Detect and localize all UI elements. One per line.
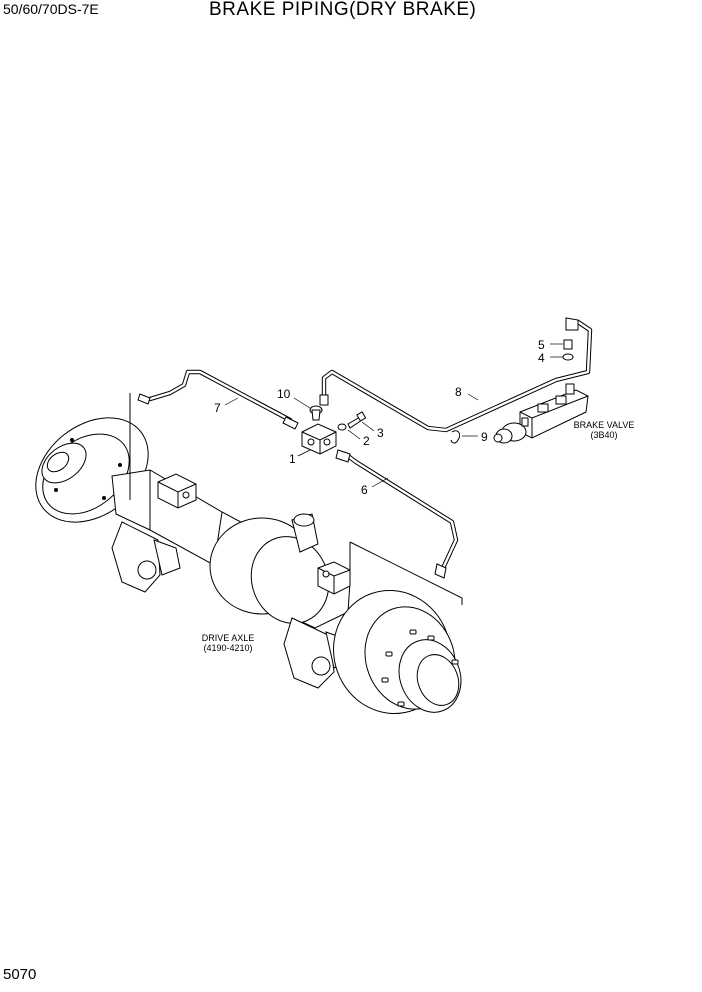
callout-9: 9 [481, 430, 488, 444]
brake-pipe-8 [319, 317, 593, 433]
fitting-10 [309, 405, 323, 421]
callout-10: 10 [277, 387, 291, 401]
brake-valve-ref: (3B40) [590, 430, 617, 440]
callout-2: 2 [363, 434, 370, 448]
callout-8: 8 [455, 385, 462, 399]
right-spring-bracket [283, 617, 335, 689]
bolt-3 [347, 411, 367, 429]
brake-pipe-7 [137, 369, 299, 430]
callout-6: 6 [361, 483, 368, 497]
drive-axle-label: DRIVE AXLE [202, 633, 255, 643]
drive-axle-ref: (4190-4210) [203, 643, 252, 653]
fitting-5 [563, 339, 573, 350]
leader-2 [347, 429, 361, 440]
leader-1 [297, 449, 311, 457]
left-spring-bracket [111, 521, 161, 593]
model-number: 50/60/70DS-7E [3, 1, 99, 17]
brake-pipe-6 [335, 449, 459, 579]
page-number: 5070 [3, 966, 37, 983]
brake-valve-label: BRAKE VALVE [574, 420, 635, 430]
leader-10 [293, 397, 311, 409]
callout-3: 3 [377, 426, 384, 440]
page-title: BRAKE PIPING(DRY BRAKE) [209, 0, 477, 20]
tee-block [301, 423, 337, 455]
clip-9 [450, 430, 461, 444]
callout-4: 4 [538, 351, 545, 365]
right-wheel-hub [333, 589, 462, 715]
leader-8 [467, 393, 479, 401]
callout-7: 7 [214, 401, 221, 415]
callout-1: 1 [289, 452, 296, 466]
washer-4 [562, 353, 574, 361]
leader-6 [371, 477, 389, 488]
callout-5: 5 [538, 338, 545, 352]
differential-carrier [209, 513, 330, 624]
left-wheel-hub [35, 417, 149, 523]
drive-axle [35, 417, 462, 715]
leader-3 [361, 421, 375, 432]
brake-valve [493, 383, 589, 444]
washer-2 [337, 423, 347, 431]
leader-7 [224, 397, 239, 406]
